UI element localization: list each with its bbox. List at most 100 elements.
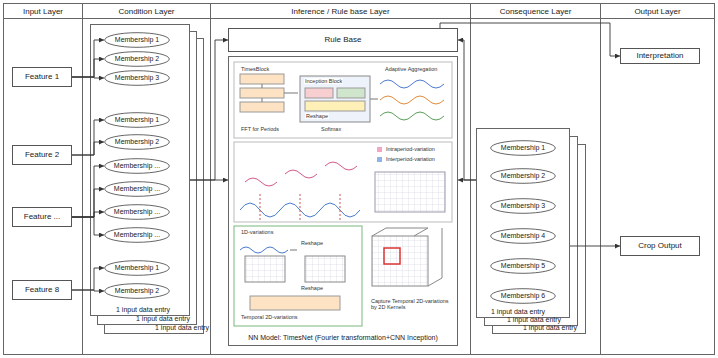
tag-swatch — [377, 147, 382, 152]
label-holder: Reshape — [300, 285, 324, 291]
card-text: 1 input data entry — [116, 306, 189, 314]
card-text: 1 input data entry — [507, 316, 577, 324]
flow-line — [290, 250, 297, 251]
label-holder: Interperiod-variation — [385, 156, 436, 162]
membership-ellipse: Membership ... — [104, 181, 170, 197]
membership-ellipse: Membership 2 — [104, 51, 170, 67]
membership-ellipse: Membership ... — [104, 204, 170, 220]
label-holder: FFT for Periods — [240, 126, 280, 132]
membership-text: Membership ... — [114, 162, 160, 170]
membership-ellipse: Membership 2 — [490, 168, 556, 184]
membership-ellipse: Membership 1 — [104, 260, 170, 276]
connector-arrow — [72, 120, 104, 155]
connector-arrow — [190, 180, 228, 181]
card-text: 1 input data entry — [155, 324, 203, 332]
membership-ellipse: Membership 3 — [104, 70, 170, 86]
ellipse-shape — [491, 199, 556, 214]
ellipse-shape — [105, 52, 170, 67]
process-box: Feature 2 — [12, 145, 72, 165]
layer-column: Input LayerFeature 1Feature 2Feature ...… — [3, 3, 83, 355]
label-holder: TimesBlock — [240, 66, 270, 72]
label-holder: Inception Block — [304, 78, 343, 84]
block-rect — [240, 102, 284, 112]
illustration-label: FFT for Periods — [240, 126, 280, 132]
membership-ellipse: Membership 6 — [490, 288, 556, 304]
process-box: Crop Output — [620, 236, 700, 256]
membership-text: Membership 2 — [115, 138, 159, 146]
membership-text: Membership 1 — [115, 264, 159, 272]
illustration-label: Reshape — [300, 285, 324, 291]
membership-text: Membership ... — [114, 185, 160, 193]
membership-ellipse: Membership 3 — [490, 198, 556, 214]
illustration-label: Inception Block — [304, 78, 343, 84]
connector-arrow — [72, 189, 104, 217]
illustration-label: Interperiod-variation — [385, 156, 436, 162]
box-text: Crop Output — [638, 241, 682, 250]
process-box: Rule Base — [228, 28, 458, 52]
ellipse-shape — [105, 205, 170, 220]
box-edge — [372, 228, 442, 286]
ellipse-shape — [105, 113, 170, 128]
membership-ellipse: Membership 2 — [104, 134, 170, 150]
ellipse-shape — [105, 71, 170, 86]
membership-text: Membership 4 — [501, 232, 545, 240]
block-rect — [240, 74, 284, 84]
ellipse-shape — [491, 259, 556, 274]
connector-arrow — [72, 77, 104, 78]
membership-text: Membership 1 — [115, 116, 159, 124]
membership-ellipse: Membership ... — [104, 158, 170, 174]
connector-arrow — [72, 142, 104, 155]
connector-arrow — [458, 40, 476, 180]
column-heading: Output Layer — [601, 4, 714, 19]
period-mark — [260, 194, 340, 220]
block-rect — [250, 296, 340, 310]
connector-arrow — [72, 268, 104, 290]
layer-column: Output LayerInterpretationCrop Output — [600, 3, 715, 355]
grid-rect — [245, 256, 285, 282]
label-holder: Reshape — [300, 240, 324, 246]
membership-text: Membership 3 — [501, 202, 545, 210]
connector-arrow — [72, 212, 104, 217]
grid-rect — [375, 172, 445, 212]
label-holder: Softmax — [320, 126, 342, 132]
membership-ellipse: Membership 2 — [104, 283, 170, 299]
illustration-label: Adaptive Aggregation — [384, 66, 438, 72]
data-card: 1 input data entry Membership 1 Membership… — [90, 24, 190, 316]
label-holder: Temporal 2D-variations — [240, 314, 299, 320]
model-caption: NN Model: TimesNet (Fourier transformati… — [248, 334, 438, 342]
membership-ellipse: Membership ... — [104, 227, 170, 243]
ellipse-shape — [105, 33, 170, 48]
illustration-label: TimesBlock — [240, 66, 270, 72]
membership-text: Membership 1 — [501, 144, 545, 152]
connector-arrow — [72, 59, 104, 77]
membership-text: Membership 2 — [501, 172, 545, 180]
panel-frame — [234, 226, 362, 326]
membership-ellipse: Membership 1 — [104, 112, 170, 128]
membership-ellipse: Membership 4 — [490, 228, 556, 244]
connector-arrow — [570, 246, 620, 247]
wave-line — [380, 96, 444, 104]
data-card: 1 input data entryMembership 1Membership… — [476, 128, 570, 318]
membership-ellipse: Membership 1 — [104, 32, 170, 48]
ellipse-shape — [105, 261, 170, 276]
process-box: Interpretation — [620, 48, 700, 64]
panel-frame — [234, 62, 452, 138]
block-rect — [240, 88, 284, 98]
membership-text: Membership ... — [114, 231, 160, 239]
ellipse-shape — [491, 169, 556, 184]
ellipse-shape — [105, 182, 170, 197]
illustration-label: Reshape — [305, 113, 329, 119]
connector-arrow — [72, 166, 104, 217]
panel-frame — [234, 142, 452, 222]
process-box: Feature ... — [12, 207, 72, 227]
box-text: Feature ... — [24, 212, 60, 221]
ellipse-shape — [105, 228, 170, 243]
label-holder: Capture Temporal 2D-variations by 2D Ker… — [370, 298, 454, 311]
ellipse-shape — [105, 135, 170, 150]
membership-text: Membership 1 — [115, 36, 159, 44]
membership-text: Membership 6 — [501, 292, 545, 300]
connector-arrow — [190, 40, 228, 180]
illustration-label: Intraperiod-variation — [385, 146, 436, 152]
